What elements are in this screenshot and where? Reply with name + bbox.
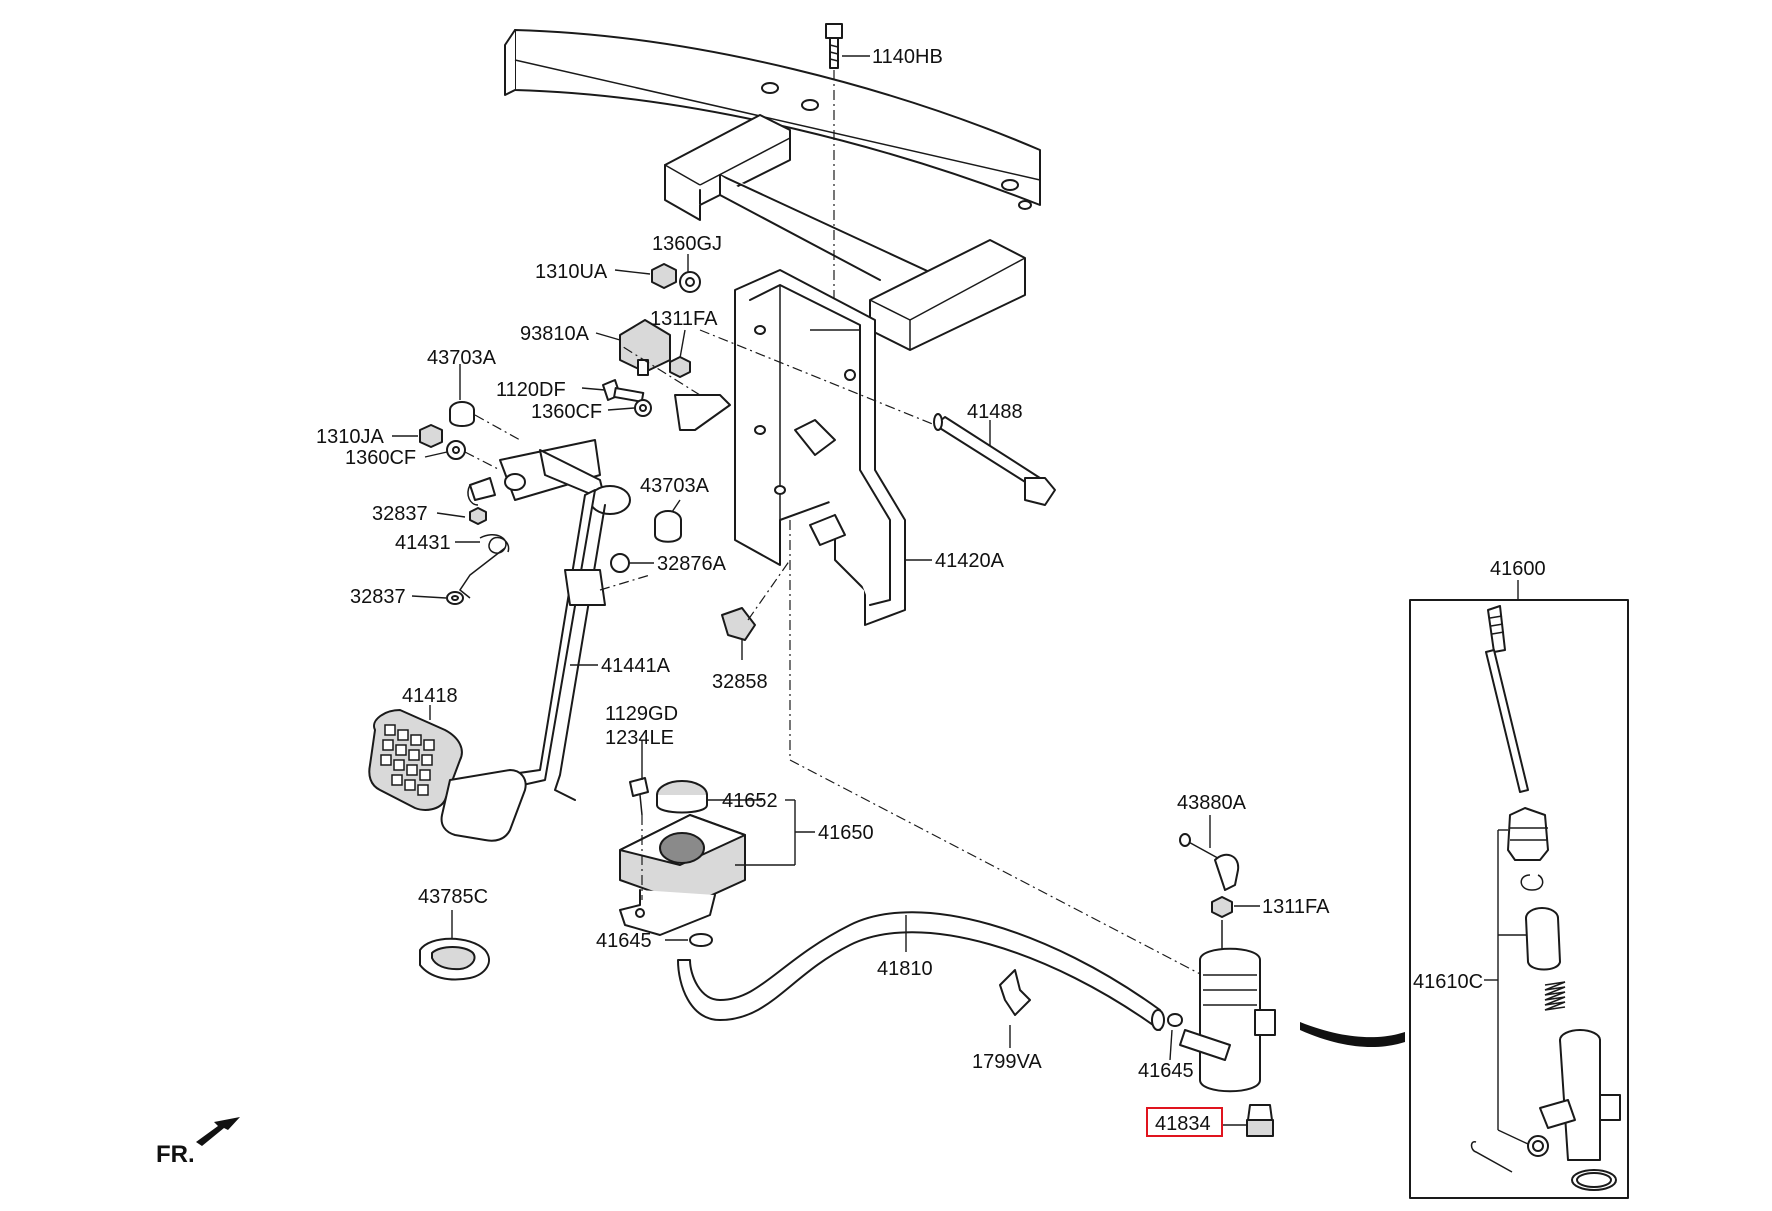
label-41488[interactable]: 41488: [967, 401, 1023, 423]
pedal-foot-plate: [440, 769, 527, 842]
clutch-hose-41810: [677, 911, 1165, 1031]
washer-1360gj: [679, 271, 701, 293]
label-1799va[interactable]: 1799VA: [972, 1051, 1042, 1073]
pivot-bolt-41488: [699, 329, 1056, 506]
label-32837-top[interactable]: 32837: [372, 503, 428, 525]
ball-joint-43880a: [1179, 833, 1240, 891]
label-1311fa-right[interactable]: 1311FA: [1262, 896, 1330, 918]
label-1310ja[interactable]: 1310JA: [316, 426, 384, 448]
bushing-43703a-top: [449, 401, 521, 441]
callout-labels: 1140HB 1360GJ 1310UA 93810A 1311FA 43703…: [316, 46, 1546, 1135]
hose-clamp-41645-right: [1167, 1013, 1183, 1027]
bracket-switch-mount: [619, 344, 731, 431]
label-1360cf-left[interactable]: 1360CF: [345, 447, 416, 469]
label-1311fa-top[interactable]: 1311FA: [650, 308, 718, 330]
dash-crossmember-beam: [504, 29, 1041, 351]
label-41810[interactable]: 41810: [877, 958, 933, 980]
highlight-box-41834: [1146, 1107, 1223, 1137]
label-41645-left[interactable]: 41645: [596, 930, 652, 952]
label-41420a[interactable]: 41420A: [935, 550, 1005, 572]
label-1120df[interactable]: 1120DF: [496, 379, 566, 401]
front-direction-label: FR.: [156, 1141, 195, 1168]
washer-1360cf-left: [446, 440, 501, 471]
clip-32837-bottom: [446, 591, 464, 605]
nut-32837-top-small: [469, 507, 487, 525]
spring-41431: [458, 534, 510, 599]
label-41418[interactable]: 41418: [402, 685, 458, 707]
screw-1129gd: [629, 777, 649, 900]
bolt-1120df: [602, 379, 645, 403]
label-41441a[interactable]: 41441A: [601, 655, 671, 677]
label-1310ua[interactable]: 1310UA: [535, 261, 608, 283]
label-93810a[interactable]: 93810A: [520, 323, 590, 345]
label-41431[interactable]: 41431: [395, 532, 451, 554]
label-1234le[interactable]: 1234LE: [605, 727, 674, 749]
leader-lines: [392, 55, 1529, 1145]
clip-1799va: [999, 969, 1031, 1016]
nut-1311fa-top: [669, 356, 691, 378]
switch-93810a: [619, 319, 671, 376]
nut-1310ua: [651, 263, 677, 289]
label-41652[interactable]: 41652: [722, 790, 778, 812]
master-cylinder-assembly-box-41600: [1300, 580, 1629, 1199]
label-32837-bottom[interactable]: 32837: [350, 586, 406, 608]
label-1360cf-top[interactable]: 1360CF: [531, 401, 602, 423]
pedal-bracket-41420a: [734, 269, 906, 626]
label-41600[interactable]: 41600: [1490, 558, 1546, 580]
stopper-32858: [721, 559, 791, 641]
front-direction-arrow: FR.: [156, 1117, 240, 1168]
washer-1360cf-top: [634, 399, 652, 417]
label-1140hb[interactable]: 1140HB: [872, 46, 943, 68]
stopper-32876a: [610, 553, 630, 573]
nut-1311fa-right: [1211, 896, 1233, 918]
label-32858[interactable]: 32858: [712, 671, 768, 693]
clip-32837-top: [467, 477, 496, 506]
fitting-41834: [1246, 1104, 1274, 1137]
hose-clamp-41645-left: [689, 933, 713, 947]
bushing-43703a-mid: [654, 510, 682, 543]
reservoir-41650: [619, 814, 746, 936]
label-41834[interactable]: 41834: [1155, 1113, 1211, 1135]
label-32876a[interactable]: 32876A: [657, 553, 727, 575]
label-43703a-top[interactable]: 43703A: [427, 347, 497, 369]
label-1129gd[interactable]: 1129GD: [605, 703, 678, 725]
label-41610c[interactable]: 41610C: [1413, 971, 1483, 993]
label-1360gj[interactable]: 1360GJ: [652, 233, 722, 255]
label-43880a[interactable]: 43880A: [1177, 792, 1247, 814]
master-cylinder-body: [1179, 920, 1276, 1093]
nut-1310ja: [419, 424, 443, 448]
grommet-43785c: [419, 937, 490, 981]
label-41650[interactable]: 41650: [818, 822, 874, 844]
clutch-pedal-arm-41441a: [499, 439, 651, 801]
label-43703a-mid[interactable]: 43703A: [640, 475, 710, 497]
label-43785c[interactable]: 43785C: [418, 886, 488, 908]
bolt-1140hb: [825, 23, 843, 330]
reservoir-cap-41652: [656, 780, 708, 814]
label-41645-right[interactable]: 41645: [1138, 1060, 1194, 1082]
